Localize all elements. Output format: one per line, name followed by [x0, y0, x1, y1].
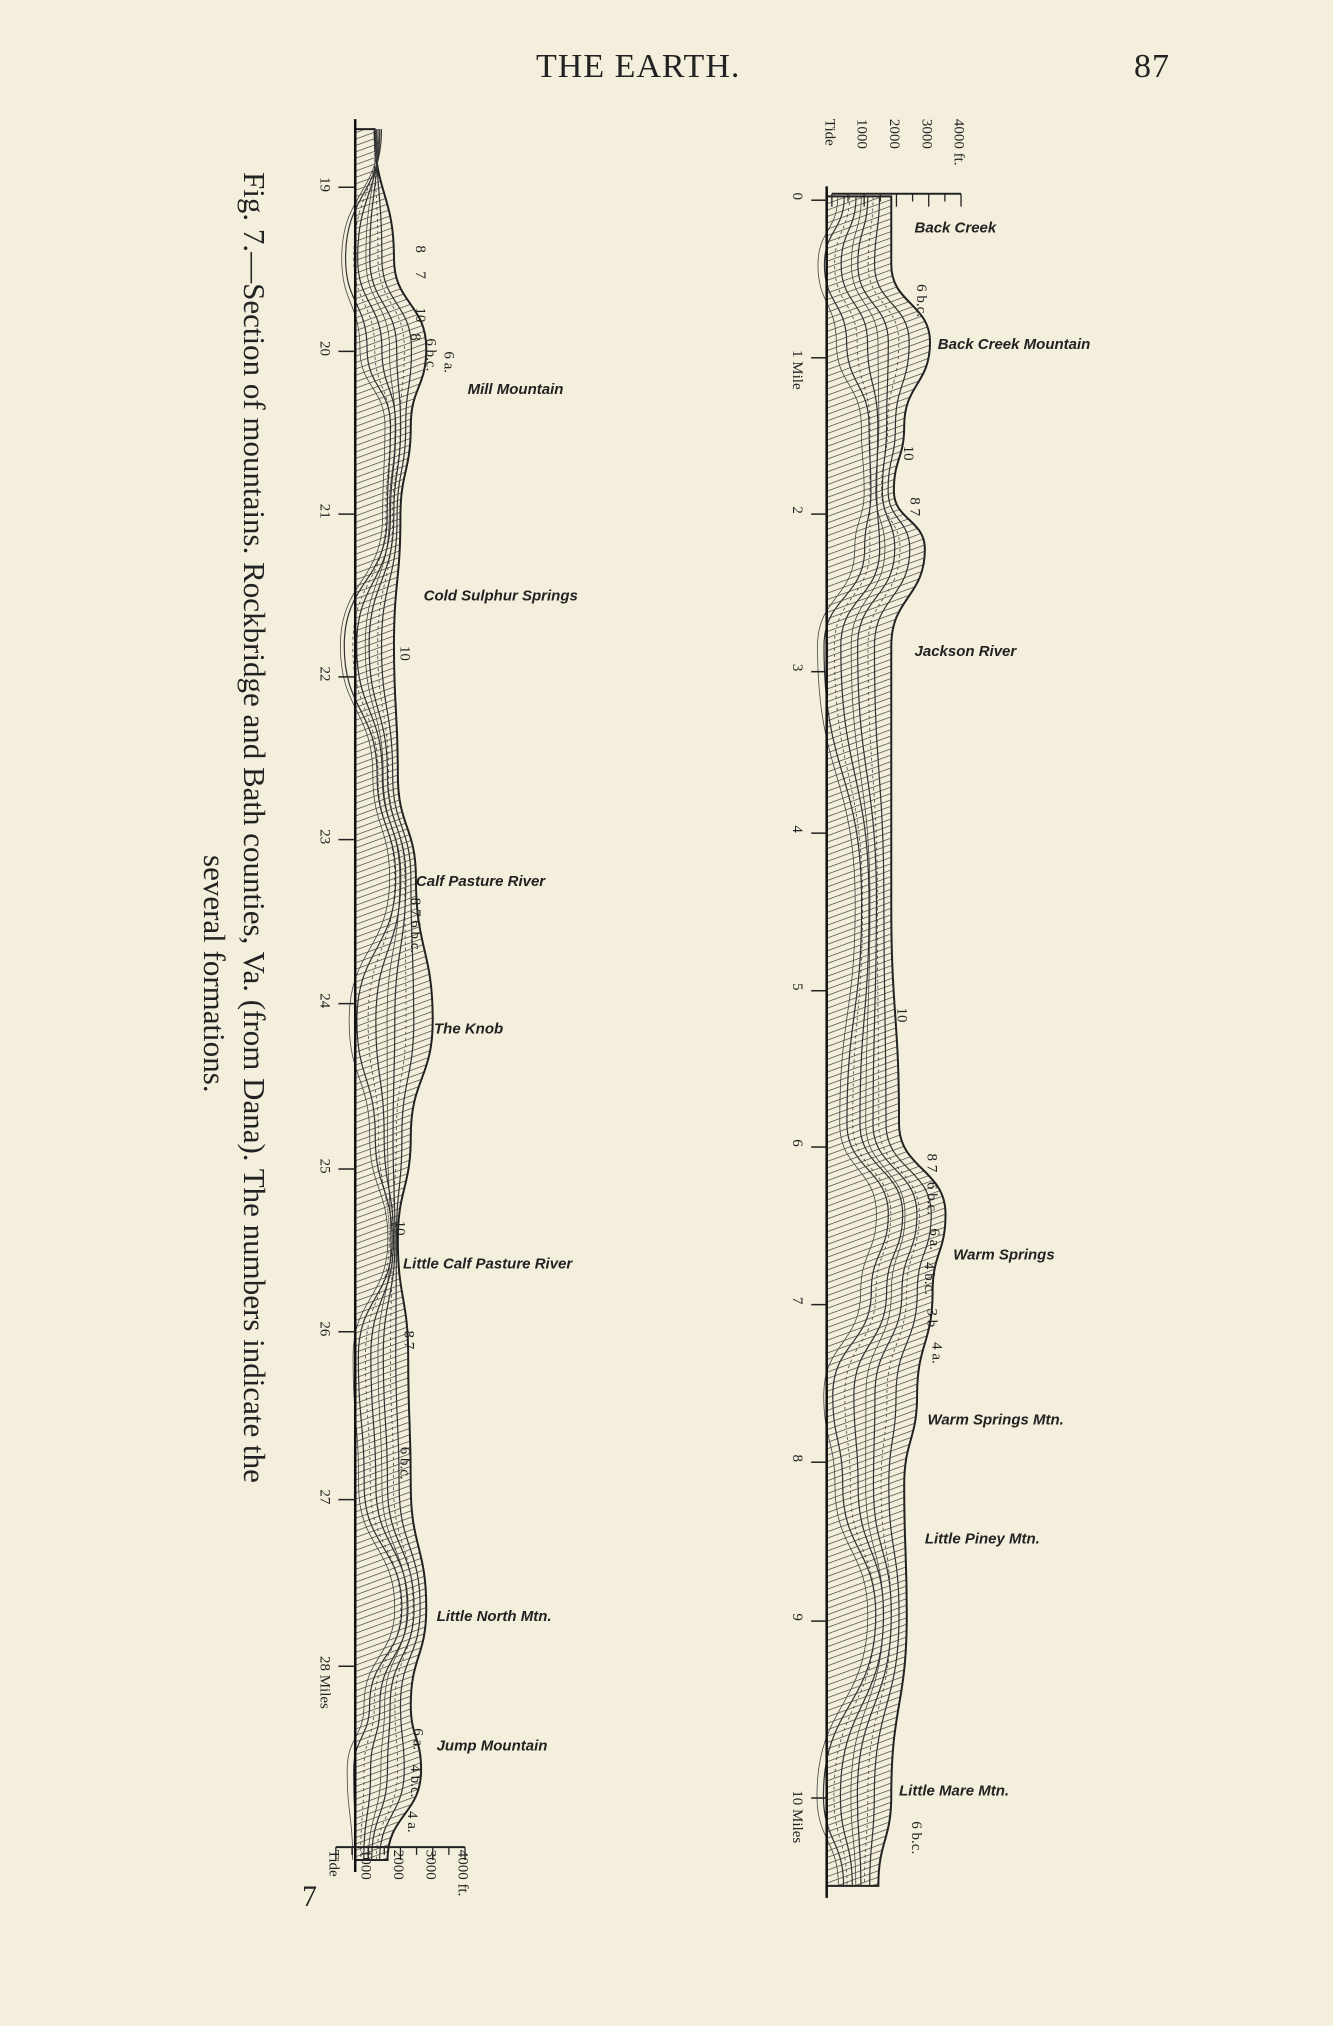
- mile-mark: 0: [789, 192, 805, 200]
- mile-mark: 3: [789, 664, 805, 672]
- formation-number: 4 b.c.: [921, 1262, 937, 1295]
- place-label: Jump Mountain: [437, 1737, 548, 1754]
- place-label: Warm Springs: [953, 1246, 1054, 1263]
- scale-label: Tide: [325, 1850, 341, 1877]
- left-rock-body: [354, 128, 434, 1862]
- formation-number: 10: [396, 646, 412, 661]
- mile-mark: 2: [789, 506, 805, 514]
- right-section-profile: [816, 186, 947, 1898]
- left-stratum-line: [356, 129, 409, 1861]
- formation-number: 10: [900, 446, 916, 461]
- formation-number: 6 b.c.: [422, 338, 438, 371]
- left-stratum-line: [373, 129, 414, 1861]
- formation-number: 6 a.: [409, 1728, 425, 1750]
- scale-label: 4000 ft.: [951, 119, 967, 166]
- right-stratum-line: [822, 196, 889, 1886]
- scale-label: 1000: [854, 119, 870, 149]
- left-stratum-line: [339, 129, 396, 1861]
- right-rock-body: [825, 195, 947, 1887]
- place-label: The Knob: [434, 1020, 503, 1037]
- formation-number: 8 7: [923, 1153, 939, 1172]
- formation-number: 6 b.c.: [396, 1447, 412, 1480]
- right-stratum-line: [839, 196, 904, 1886]
- formation-number: 4 b.c.: [407, 1764, 423, 1797]
- scale-label: Tide: [821, 119, 837, 146]
- mile-mark: 19: [316, 177, 332, 192]
- mile-mark: 26: [316, 1321, 332, 1337]
- place-label: Cold Sulphur Springs: [424, 588, 578, 605]
- formation-number: 6 b.c.: [913, 284, 929, 317]
- formation-number: 3 b.: [923, 1308, 939, 1331]
- scale-label: 2000: [886, 119, 902, 149]
- mile-mark: 24: [316, 993, 332, 1009]
- mile-mark: 1 Mile: [789, 350, 805, 390]
- left-stratum-line: [343, 129, 403, 1861]
- formation-number: 8 7 6 b.c.: [407, 898, 423, 953]
- place-label: Back Creek Mountain: [938, 336, 1091, 353]
- right-stratum-line: [833, 196, 892, 1886]
- right-stratum-line: [816, 196, 877, 1886]
- formation-number: 4 a.: [929, 1342, 945, 1364]
- scale-label: 4000 ft.: [455, 1850, 471, 1897]
- left-stratum-line: [375, 129, 421, 1861]
- place-label: Warm Springs Mtn.: [927, 1412, 1063, 1429]
- right-stratum-line: [850, 196, 906, 1886]
- formation-number: 6 a.: [926, 1228, 942, 1250]
- place-label: Back Creek: [915, 220, 997, 237]
- place-label: Little Piney Mtn.: [925, 1531, 1040, 1548]
- mile-mark: 4: [789, 825, 805, 833]
- figure-caption-continued: several formations.: [197, 855, 232, 1093]
- mile-mark: 10 Miles: [789, 1790, 805, 1843]
- place-label: Little North Mtn.: [437, 1608, 552, 1625]
- mile-mark: 9: [789, 1613, 805, 1621]
- formation-number: 8 7: [400, 1330, 416, 1349]
- scale-label: 2000: [390, 1850, 406, 1880]
- mile-mark: 23: [316, 829, 332, 844]
- running-header-title: THE EARTH.: [536, 48, 741, 85]
- left-stratum-line: [368, 129, 415, 1861]
- formation-number: 8: [407, 333, 423, 341]
- formation-number: 4 a.: [404, 1811, 420, 1833]
- mile-mark: 28 Miles: [316, 1656, 332, 1709]
- mile-mark: 8: [789, 1454, 805, 1462]
- place-label: Mill Mountain: [468, 381, 564, 398]
- formation-number: 10: [391, 1221, 407, 1236]
- place-label: Calf Pasture River: [416, 873, 546, 890]
- scale-label: 1000: [358, 1850, 374, 1880]
- mile-mark: 5: [789, 983, 805, 991]
- mile-mark: 27: [316, 1489, 332, 1505]
- formation-number: 6 b.c.: [923, 1182, 939, 1215]
- right-stratum-line: [869, 196, 932, 1886]
- mile-mark: 6: [789, 1139, 805, 1147]
- signature-mark: 7: [302, 1880, 317, 1913]
- formation-number: 6 a.: [440, 351, 456, 373]
- right-stratum-line: [856, 196, 918, 1886]
- formation-number: 6 b.c.: [908, 1821, 924, 1854]
- scale-label: 3000: [422, 1850, 438, 1880]
- mile-mark: 22: [316, 667, 332, 682]
- left-stratum-line: [352, 129, 402, 1861]
- formation-number: 7: [412, 271, 428, 279]
- mile-mark: 21: [316, 504, 332, 519]
- formation-number: 10: [412, 307, 428, 322]
- formation-number: 8: [412, 245, 428, 253]
- formation-number: 10: [894, 1008, 910, 1023]
- formation-number: 8 7: [907, 497, 923, 516]
- mile-mark: 25: [316, 1159, 332, 1174]
- mile-mark: 20: [316, 341, 332, 356]
- mile-mark: 7: [789, 1297, 805, 1305]
- place-label: Little Calf Pasture River: [403, 1255, 573, 1272]
- place-label: Little Mare Mtn.: [899, 1782, 1009, 1799]
- figure-caption: Fig. 7.—Section of mountains. Rockbridge…: [237, 172, 272, 1483]
- page-number: 87: [1134, 48, 1170, 85]
- place-label: Jackson River: [915, 643, 1018, 660]
- right-stratum-line: [864, 196, 920, 1886]
- left-section-profile: [339, 119, 434, 1873]
- scale-label: 3000: [918, 119, 934, 149]
